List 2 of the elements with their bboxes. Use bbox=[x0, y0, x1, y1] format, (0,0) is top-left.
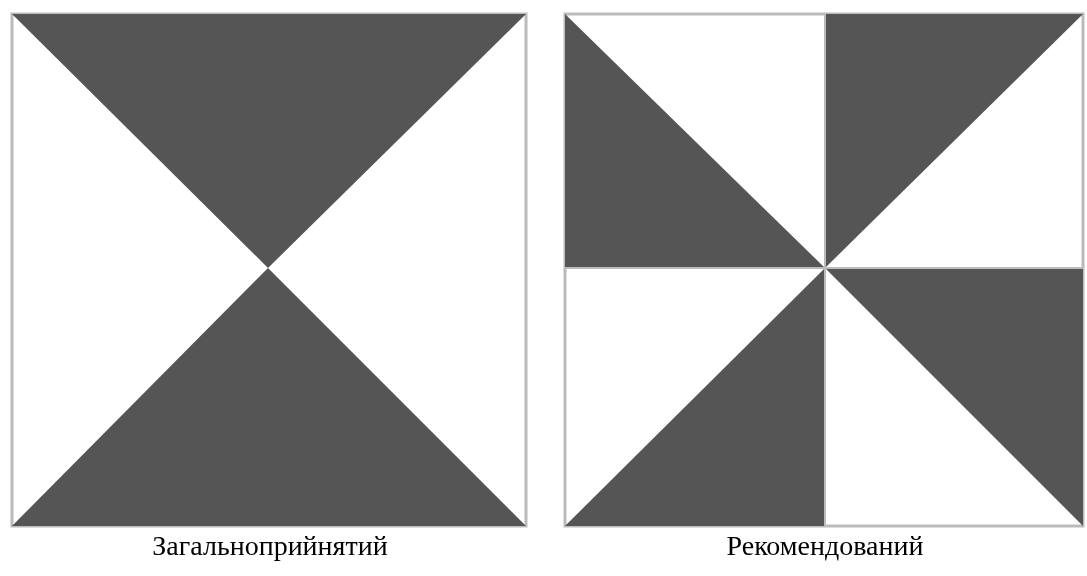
caption: Загальноприйнятий bbox=[152, 530, 388, 562]
caption: Рекомендований bbox=[726, 530, 924, 562]
